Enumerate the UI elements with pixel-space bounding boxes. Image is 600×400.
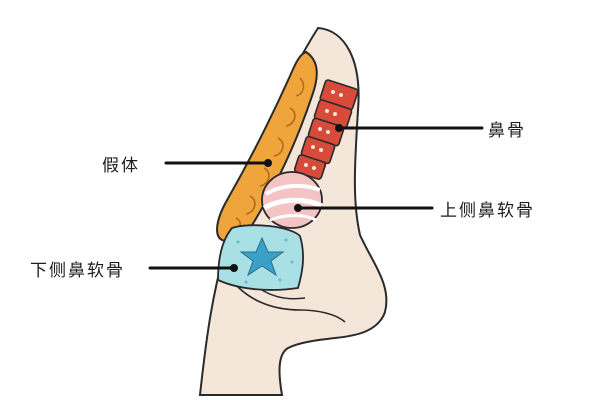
- leader-dots: [230, 124, 343, 272]
- lower-lateral-cartilage: [217, 224, 304, 291]
- leader-lines: [148, 126, 484, 270]
- upper-lateral-cartilage: [261, 171, 324, 229]
- label-lower-lateral-cartilage: 下侧鼻软骨: [30, 261, 125, 281]
- nostril-outline: [227, 274, 346, 323]
- nasal-bone: [293, 79, 359, 180]
- label-nasal-bone: 鼻骨: [488, 121, 526, 141]
- star-shape: [239, 236, 285, 277]
- implant-shape: [216, 50, 318, 242]
- nostril-outline-inner: [261, 289, 306, 300]
- label-upper-lateral-cartilage: 上侧鼻软骨: [440, 201, 535, 221]
- label-implant: 假体: [102, 156, 140, 176]
